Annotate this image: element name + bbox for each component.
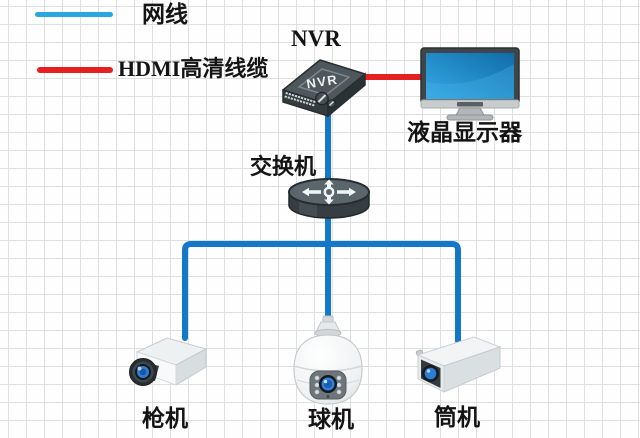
nvr-badge-text: NVR: [305, 72, 339, 92]
nvr-device: NVR: [282, 59, 366, 118]
dome-indicator-dot: [326, 395, 330, 398]
monitor-label: 液晶显示器: [407, 120, 522, 145]
dome-camera-label: 球机: [308, 407, 354, 432]
switch-label: 交换机: [250, 154, 317, 179]
monitor-screen: [426, 53, 514, 99]
nvr-top-face: [282, 59, 366, 105]
switch-top: [288, 178, 370, 206]
legend-hdmi-cable-swatch: [37, 67, 113, 73]
legend-hdmi-cable-label: HDMI高清线缆: [118, 56, 269, 81]
nvr-logo-icon: [315, 91, 336, 108]
nvr-top-border: [297, 68, 351, 96]
monitor-bezel-inset: [457, 102, 483, 107]
tube-camera-lens-icon: [422, 365, 439, 382]
dome-lens-icon: [319, 375, 337, 393]
bullet-camera-label: 枪机: [142, 406, 188, 431]
monitor-stand: [455, 107, 485, 116]
monitor-base: [446, 114, 494, 121]
switch-arrows-icon: [302, 179, 356, 205]
monitor-screen-sheen: [426, 64, 514, 99]
bullet-camera-device: [129, 337, 208, 386]
legend-network-cable-swatch: [35, 12, 113, 17]
switch-side-facet: [299, 201, 317, 217]
tube-camera-device: [415, 336, 502, 393]
nvr-ports: [284, 92, 316, 107]
nvr-title: NVR: [291, 26, 341, 51]
switch-device: [288, 178, 370, 219]
monitor-device: [420, 47, 520, 121]
legend-network-cable-label: 网线: [142, 2, 188, 27]
bullet-camera-lens-icon: [129, 358, 157, 386]
network-cable-branch: [182, 241, 461, 344]
tube-camera-label: 筒机: [434, 405, 480, 430]
dome-camera-device: [293, 315, 363, 405]
